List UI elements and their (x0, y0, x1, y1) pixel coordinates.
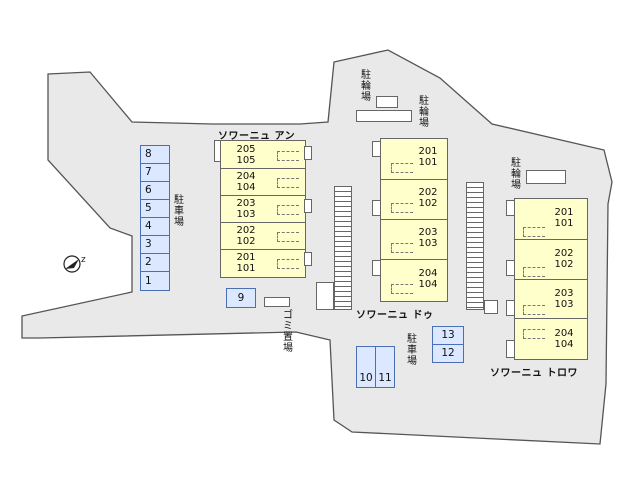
building-deux-unit-1[interactable]: 201 101 (381, 139, 447, 180)
unit-lower-number: 101 (418, 157, 438, 168)
unit-lower-number: 103 (554, 299, 574, 310)
unit-lower-number: 101 (236, 263, 256, 274)
entrance-marker (391, 284, 413, 294)
unit-upper-number: 204 (554, 328, 574, 339)
building-deux-unit-3[interactable]: 203 103 (381, 220, 447, 260)
entrance-marker (391, 163, 413, 173)
building-trois-unit-4[interactable]: 204 104 (515, 319, 587, 359)
compass-north-mark: z (81, 255, 86, 265)
building-trois-name: ソワーニュ トロワ (490, 368, 578, 379)
unit-lower-number: 101 (554, 218, 574, 229)
unit-lower-number: 104 (554, 339, 574, 350)
building-trois: 201 101 202 102 203 103 204 104 (514, 198, 588, 360)
unit-upper-number: 201 (418, 146, 438, 157)
unit-lower-number: 102 (418, 198, 438, 209)
stair-landing (316, 282, 334, 310)
parking-slot-10[interactable]: 10 (356, 346, 376, 388)
parking-slot-2[interactable]: 2 (140, 253, 170, 272)
building-trois-unit-3[interactable]: 203 103 (515, 280, 587, 319)
unit-upper-number: 203 (554, 288, 574, 299)
unit-lower-number: 103 (236, 209, 256, 220)
unit-lower-number: 102 (236, 236, 256, 247)
parking-slot-5[interactable]: 5 (140, 199, 170, 218)
building-an-name: ソワーニュ アン (218, 131, 296, 142)
compass: z (63, 255, 86, 273)
unit-upper-number: 202 (236, 225, 256, 236)
parking-slot-13[interactable]: 13 (432, 326, 464, 345)
parking-slot-11[interactable]: 11 (375, 346, 395, 388)
south-parking-label: 駐車場 (407, 334, 417, 367)
building-deux-unit-2[interactable]: 202 102 (381, 180, 447, 220)
unit-upper-number: 203 (418, 227, 438, 238)
bike-rack-top (356, 110, 412, 122)
building-an-unit-2[interactable]: 204 104 (221, 169, 305, 196)
building-an-tab (304, 146, 312, 160)
garbage-label: ゴミ置場 (283, 310, 293, 354)
west-parking-label: 駐車場 (174, 195, 184, 228)
building-an-tab (304, 199, 312, 213)
unit-upper-number: 204 (236, 171, 256, 182)
entrance-marker (277, 259, 299, 269)
parking-slot-9[interactable]: 9 (226, 288, 256, 308)
unit-upper-number: 202 (554, 248, 574, 259)
unit-lower-number: 105 (236, 155, 256, 166)
unit-upper-number: 201 (554, 207, 574, 218)
unit-upper-number: 204 (418, 268, 438, 279)
building-deux-name: ソワーニュ ドゥ (356, 310, 434, 321)
unit-upper-number: 201 (236, 252, 256, 263)
building-an-tab (304, 252, 312, 266)
building-trois-unit-1[interactable]: 201 101 (515, 199, 587, 240)
entrance-marker (277, 178, 299, 188)
bike-parking-label-top-left: 駐輪場 (361, 70, 371, 103)
stairs-an-deux (334, 186, 352, 310)
parking-slot-7[interactable]: 7 (140, 163, 170, 182)
bike-rack-right (526, 170, 566, 184)
parking-slot-3[interactable]: 3 (140, 235, 170, 254)
entrance-marker (277, 232, 299, 242)
entrance-marker (523, 329, 545, 339)
entrance-marker (391, 243, 413, 253)
entrance-marker (277, 151, 299, 161)
building-deux-unit-4[interactable]: 204 104 (381, 260, 447, 301)
unit-upper-number: 205 (236, 144, 256, 155)
unit-lower-number: 103 (418, 238, 438, 249)
garbage-area (264, 297, 290, 307)
unit-lower-number: 102 (554, 259, 574, 270)
parking-slot-4[interactable]: 4 (140, 217, 170, 236)
entrance-marker (391, 203, 413, 213)
entrance-marker (523, 305, 545, 315)
building-an: 205 105 204 104 203 103 202 102 201 101 (220, 140, 306, 278)
north-arrow-icon (65, 259, 79, 269)
parking-slot-6[interactable]: 6 (140, 181, 170, 200)
entrance-marker (523, 267, 545, 277)
unit-lower-number: 104 (236, 182, 256, 193)
bike-parking-label-right: 駐輪場 (511, 158, 521, 191)
bike-shed-top (376, 96, 398, 108)
building-an-unit-3[interactable]: 203 103 (221, 196, 305, 223)
building-trois-unit-2[interactable]: 202 102 (515, 240, 587, 280)
stairs-deux-trois (466, 182, 484, 310)
entrance-marker (523, 227, 545, 237)
unit-upper-number: 203 (236, 198, 256, 209)
unit-lower-number: 104 (418, 279, 438, 290)
unit-upper-number: 202 (418, 187, 438, 198)
building-deux: 201 101 202 102 203 103 204 104 (380, 138, 448, 302)
building-an-unit-1[interactable]: 205 105 (221, 141, 305, 169)
building-an-unit-4[interactable]: 202 102 (221, 223, 305, 250)
parking-slot-8[interactable]: 8 (140, 145, 170, 164)
stair-landing (484, 300, 498, 314)
parking-slot-12[interactable]: 12 (432, 344, 464, 363)
parking-slot-1[interactable]: 1 (140, 271, 170, 291)
bike-parking-label-top-right: 駐輪場 (419, 96, 429, 129)
entrance-marker (277, 205, 299, 215)
building-an-unit-5[interactable]: 201 101 (221, 250, 305, 277)
